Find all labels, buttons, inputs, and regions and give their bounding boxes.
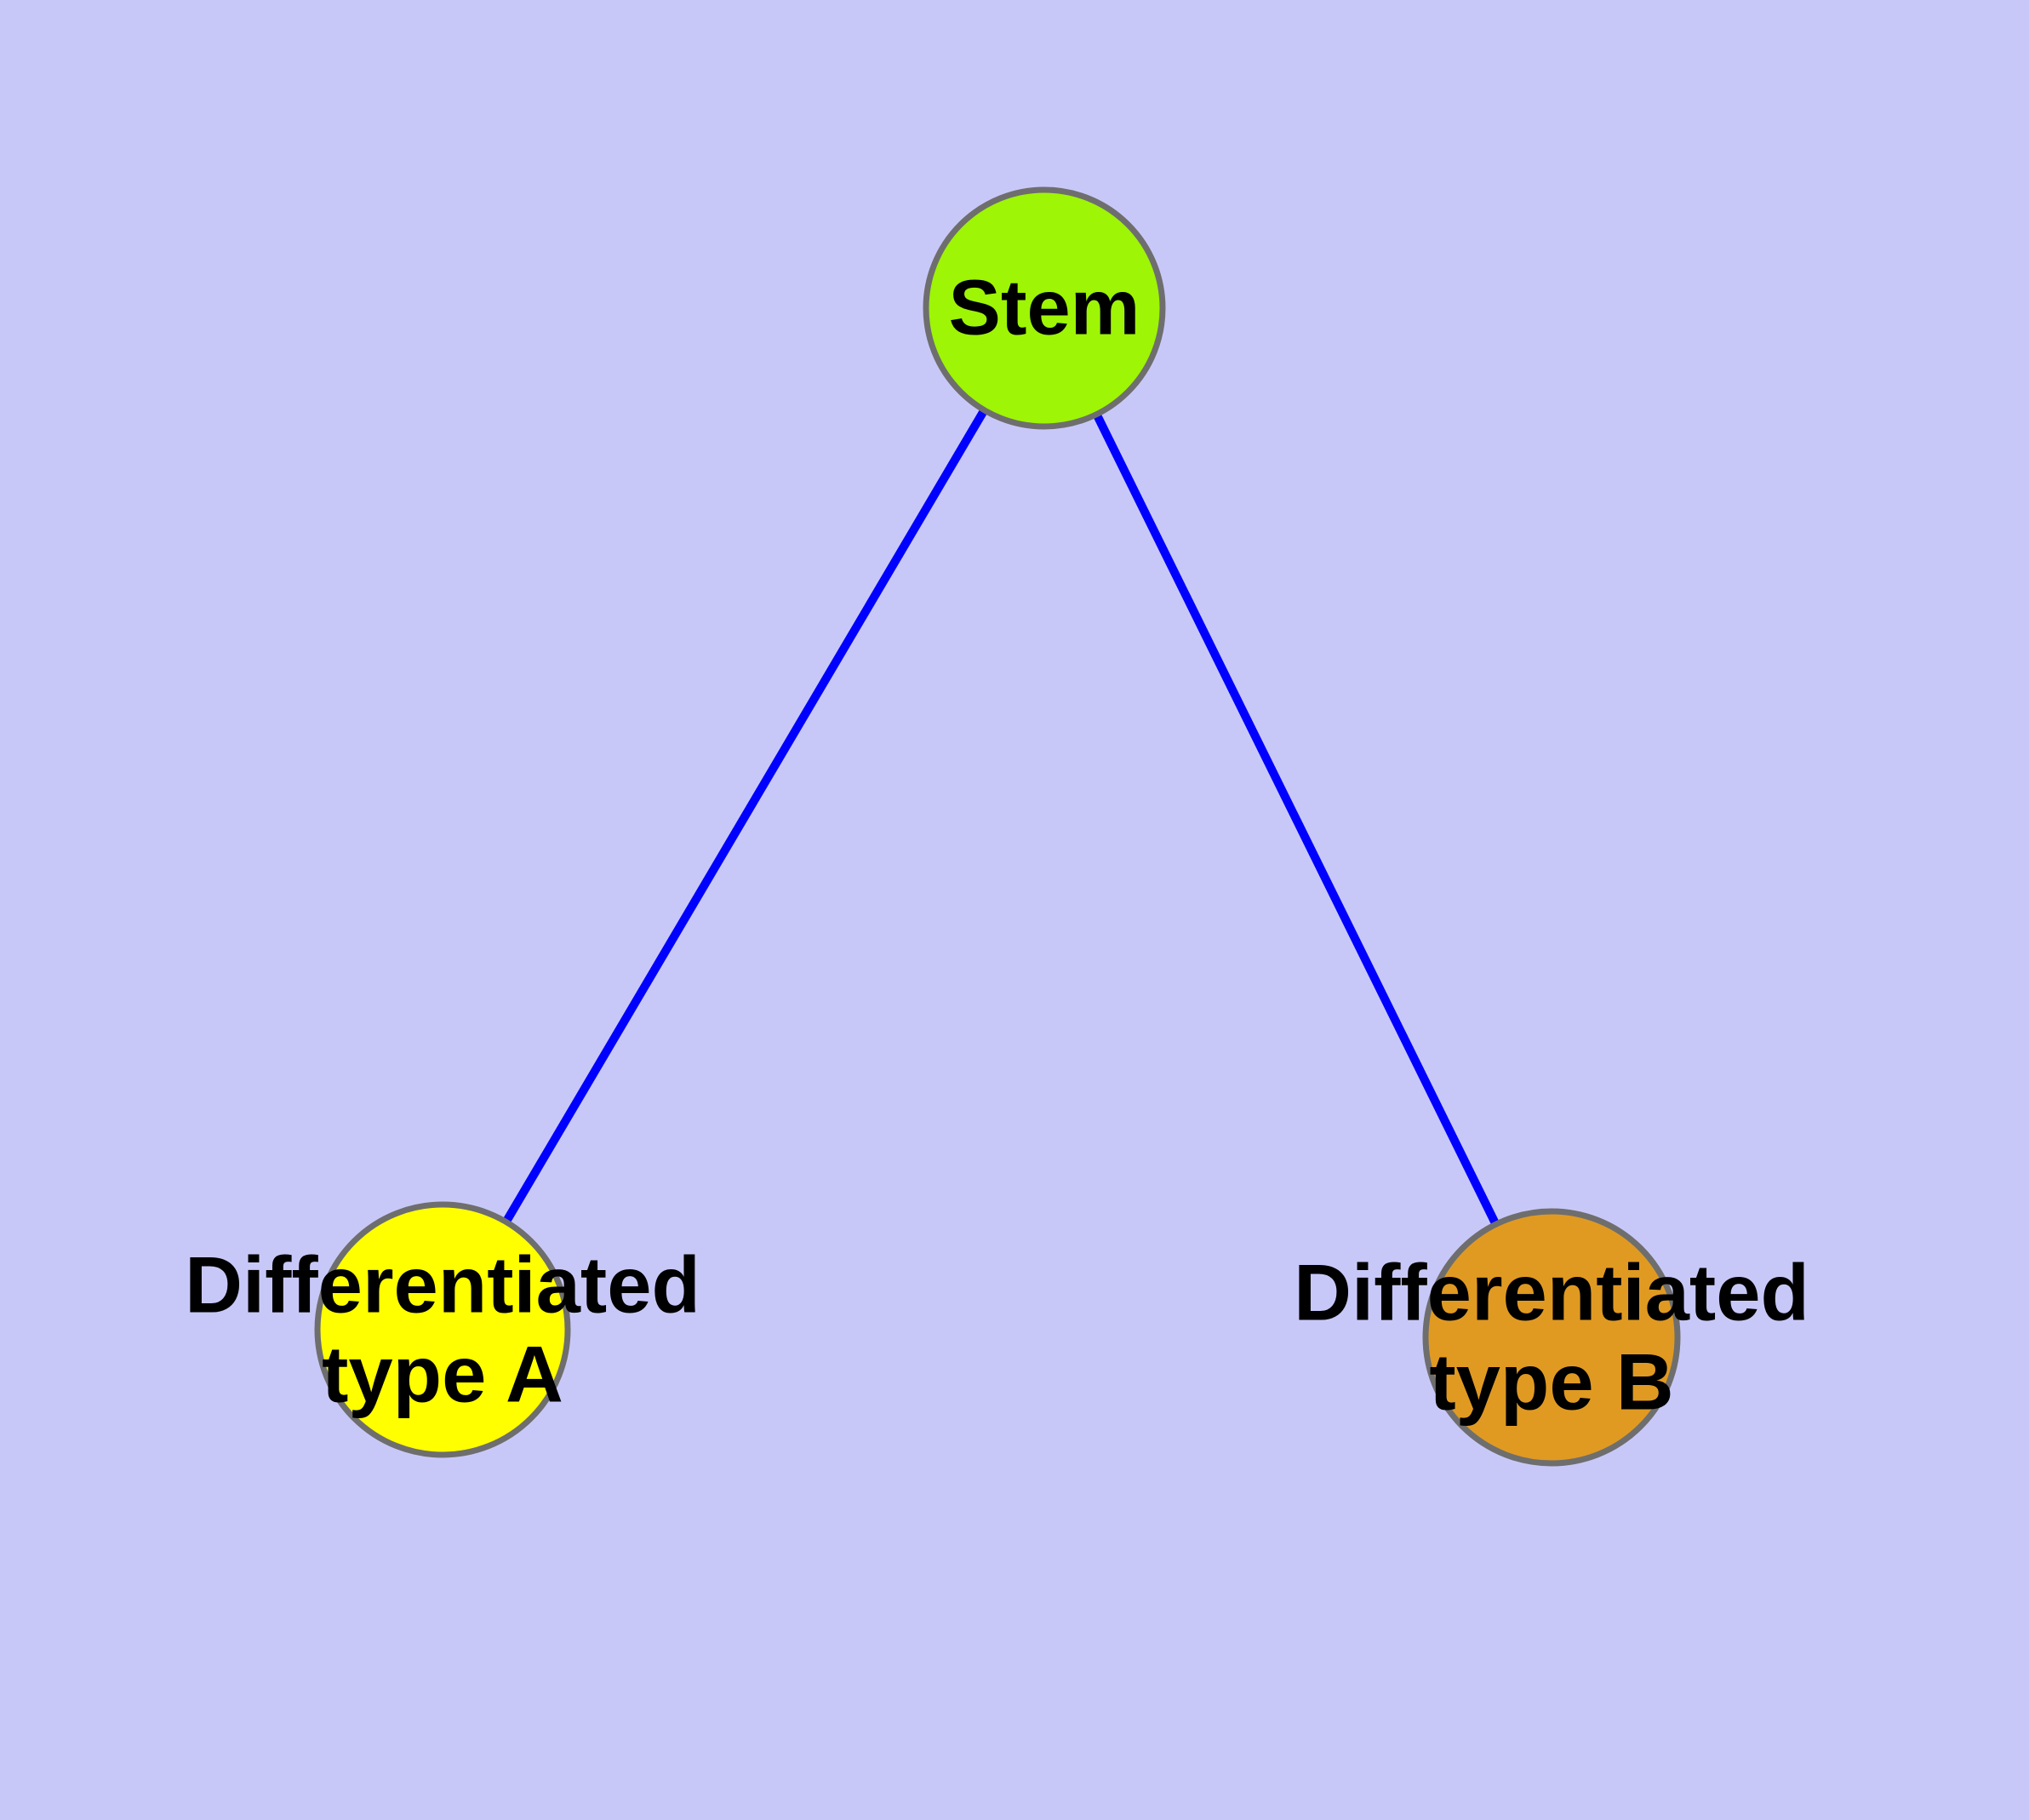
node-differentiated-type-b[interactable] <box>1422 1208 1681 1467</box>
edge-stem-to-differentiated-type-a <box>501 406 989 1226</box>
edge-layer <box>501 406 1500 1228</box>
node-differentiated-type-a[interactable] <box>314 1201 571 1458</box>
node-layer <box>314 186 1681 1467</box>
node-stem[interactable] <box>923 186 1166 430</box>
edge-stem-to-differentiated-type-b <box>1092 410 1500 1228</box>
